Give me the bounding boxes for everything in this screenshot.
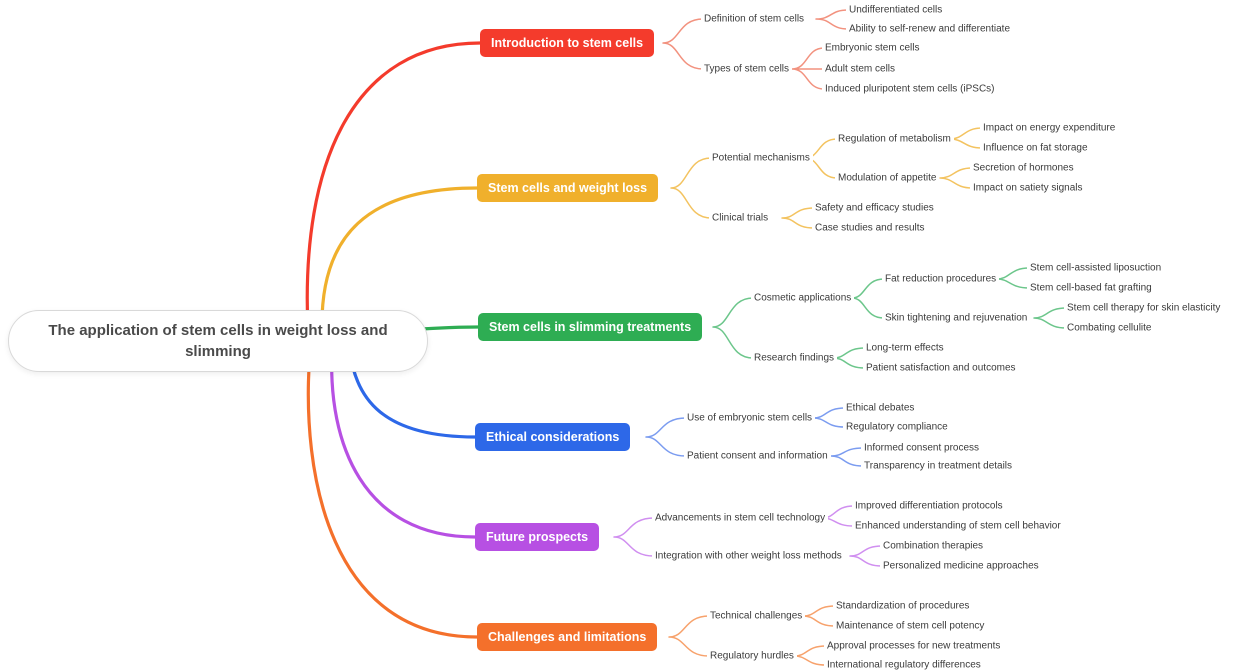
node-clinical-trials[interactable]: Clinical trials	[709, 211, 772, 225]
node-fat-reduction-procedures[interactable]: Fat reduction procedures	[882, 272, 1000, 286]
node-regulatory-hurdles[interactable]: Regulatory hurdles	[707, 649, 797, 663]
node-maintenance-of-stem-cell-potency[interactable]: Maintenance of stem cell potency	[833, 619, 988, 633]
node-modulation-of-appetite[interactable]: Modulation of appetite	[835, 171, 940, 185]
node-standardization-of-procedures[interactable]: Standardization of procedures	[833, 599, 973, 613]
node-patient-consent-and-information[interactable]: Patient consent and information	[684, 449, 831, 463]
branch-node-introduction-to-stem-cells[interactable]: Introduction to stem cells	[480, 29, 655, 57]
node-approval-processes-for-new-treatments[interactable]: Approval processes for new treatments	[824, 639, 1004, 653]
node-enhanced-understanding-of-stem-cell-behavior[interactable]: Enhanced understanding of stem cell beha…	[852, 519, 1064, 533]
node-integration-with-other-weight-loss-methods[interactable]: Integration with other weight loss metho…	[652, 549, 845, 563]
node-advancements-in-stem-cell-technology[interactable]: Advancements in stem cell technology	[652, 511, 829, 525]
node-transparency-in-treatment-details[interactable]: Transparency in treatment details	[861, 459, 1016, 473]
branch-node-ethical-considerations[interactable]: Ethical considerations	[475, 423, 631, 451]
node-use-of-embryonic-stem-cells[interactable]: Use of embryonic stem cells	[684, 411, 816, 425]
branch-sublinks	[645, 407, 864, 467]
branch-node-challenges-and-limitations[interactable]: Challenges and limitations	[477, 623, 658, 651]
root-node[interactable]: The application of stem cells in weight …	[8, 310, 428, 372]
branch-sublinks	[613, 505, 883, 567]
node-ability-to-self-renew[interactable]: Ability to self-renew and differentiate	[846, 22, 1014, 36]
node-patient-satisfaction-and-outcomes[interactable]: Patient satisfaction and outcomes	[863, 361, 1019, 375]
node-combating-cellulite[interactable]: Combating cellulite	[1064, 321, 1155, 335]
node-long-term-effects[interactable]: Long-term effects	[863, 341, 947, 355]
node-impact-on-energy-expenditure[interactable]: Impact on energy expenditure	[980, 121, 1119, 135]
node-safety-and-efficacy-studies[interactable]: Safety and efficacy studies	[812, 201, 937, 215]
branch-sublinks	[712, 267, 1067, 369]
node-definition-of-stem-cells[interactable]: Definition of stem cells	[701, 12, 808, 26]
node-technical-challenges[interactable]: Technical challenges	[707, 609, 806, 623]
node-secretion-of-hormones[interactable]: Secretion of hormones	[970, 161, 1077, 175]
node-impact-on-satiety-signals[interactable]: Impact on satiety signals	[970, 181, 1086, 195]
node-improved-differentiation-protocols[interactable]: Improved differentiation protocols	[852, 499, 1006, 513]
node-skin-tightening-and-rejuvenation[interactable]: Skin tightening and rejuvenation	[882, 311, 1031, 325]
branch-node-future-prospects[interactable]: Future prospects	[475, 523, 600, 551]
branch-sublinks	[668, 605, 836, 666]
node-stem-cell-based-fat-grafting[interactable]: Stem cell-based fat grafting	[1027, 281, 1155, 295]
node-influence-on-fat-storage[interactable]: Influence on fat storage	[980, 141, 1091, 155]
node-research-findings[interactable]: Research findings	[751, 351, 838, 365]
node-undifferentiated-cells[interactable]: Undifferentiated cells	[846, 3, 946, 17]
branch-curve	[306, 350, 479, 639]
branch-curve	[330, 350, 477, 539]
branch-curve	[305, 41, 482, 332]
node-embryonic-stem-cells[interactable]: Embryonic stem cells	[822, 41, 923, 55]
node-induced-pluripotent-stem-cells[interactable]: Induced pluripotent stem cells (iPSCs)	[822, 82, 998, 96]
branch-sublinks	[662, 9, 849, 90]
node-combination-therapies[interactable]: Combination therapies	[880, 539, 987, 553]
node-regulatory-compliance[interactable]: Regulatory compliance	[843, 420, 951, 434]
node-adult-stem-cells[interactable]: Adult stem cells	[822, 62, 899, 76]
branch-sublinks	[670, 127, 983, 229]
branch-node-stem-cells-in-slimming-treatments[interactable]: Stem cells in slimming treatments	[478, 313, 703, 341]
branch-curve	[320, 186, 479, 332]
branch-curve	[418, 325, 480, 331]
node-informed-consent-process[interactable]: Informed consent process	[861, 441, 983, 455]
node-stem-cell-assisted-liposuction[interactable]: Stem cell-assisted liposuction	[1027, 261, 1165, 275]
node-personalized-medicine-approaches[interactable]: Personalized medicine approaches	[880, 559, 1042, 573]
branch-node-stem-cells-and-weight-loss[interactable]: Stem cells and weight loss	[477, 174, 659, 202]
node-ethical-debates[interactable]: Ethical debates	[843, 401, 918, 415]
node-case-studies-and-results[interactable]: Case studies and results	[812, 221, 928, 235]
node-stem-cell-therapy-for-skin-elasticity[interactable]: Stem cell therapy for skin elasticity	[1064, 301, 1224, 315]
node-cosmetic-applications[interactable]: Cosmetic applications	[751, 291, 855, 305]
node-types-of-stem-cells[interactable]: Types of stem cells	[701, 62, 793, 76]
node-potential-mechanisms[interactable]: Potential mechanisms	[709, 151, 813, 165]
node-regulation-of-metabolism[interactable]: Regulation of metabolism	[835, 132, 954, 146]
node-international-regulatory-differences[interactable]: International regulatory differences	[824, 658, 984, 672]
